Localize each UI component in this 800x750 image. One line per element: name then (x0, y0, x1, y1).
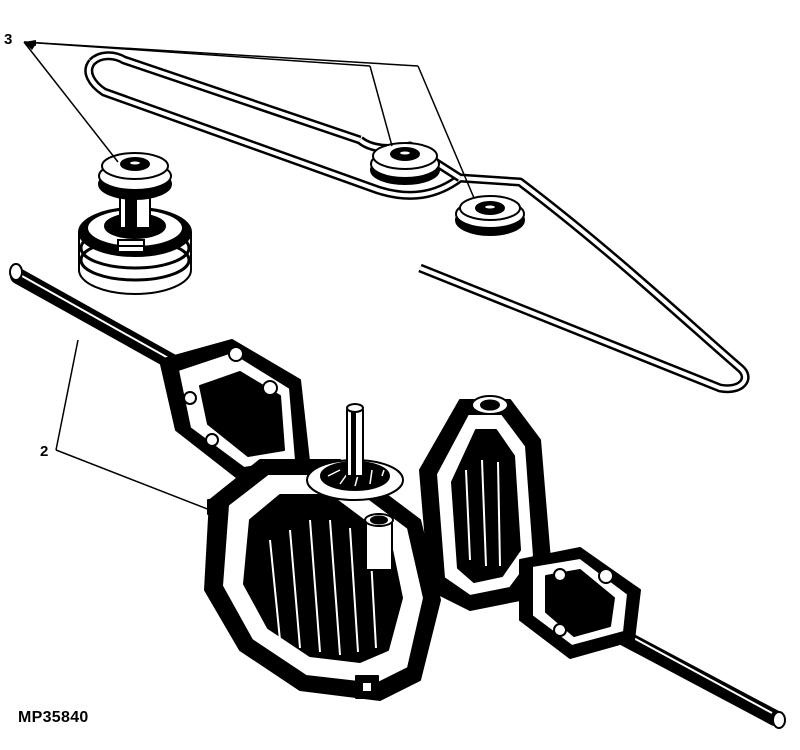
idler-pulley-lower (455, 195, 525, 236)
engine-pulley-clutch (78, 152, 192, 295)
callout-2-leaders (55, 339, 211, 511)
callout-label-3: 3 (4, 31, 13, 48)
callout-label-2: 2 (40, 443, 49, 460)
figure-id-label: MP35840 (18, 709, 89, 726)
callout-3-arrowheads (24, 40, 36, 50)
idler-pulley-upper (370, 142, 440, 185)
callout-3-leaders (23, 41, 475, 199)
transaxle-housing (159, 339, 641, 701)
